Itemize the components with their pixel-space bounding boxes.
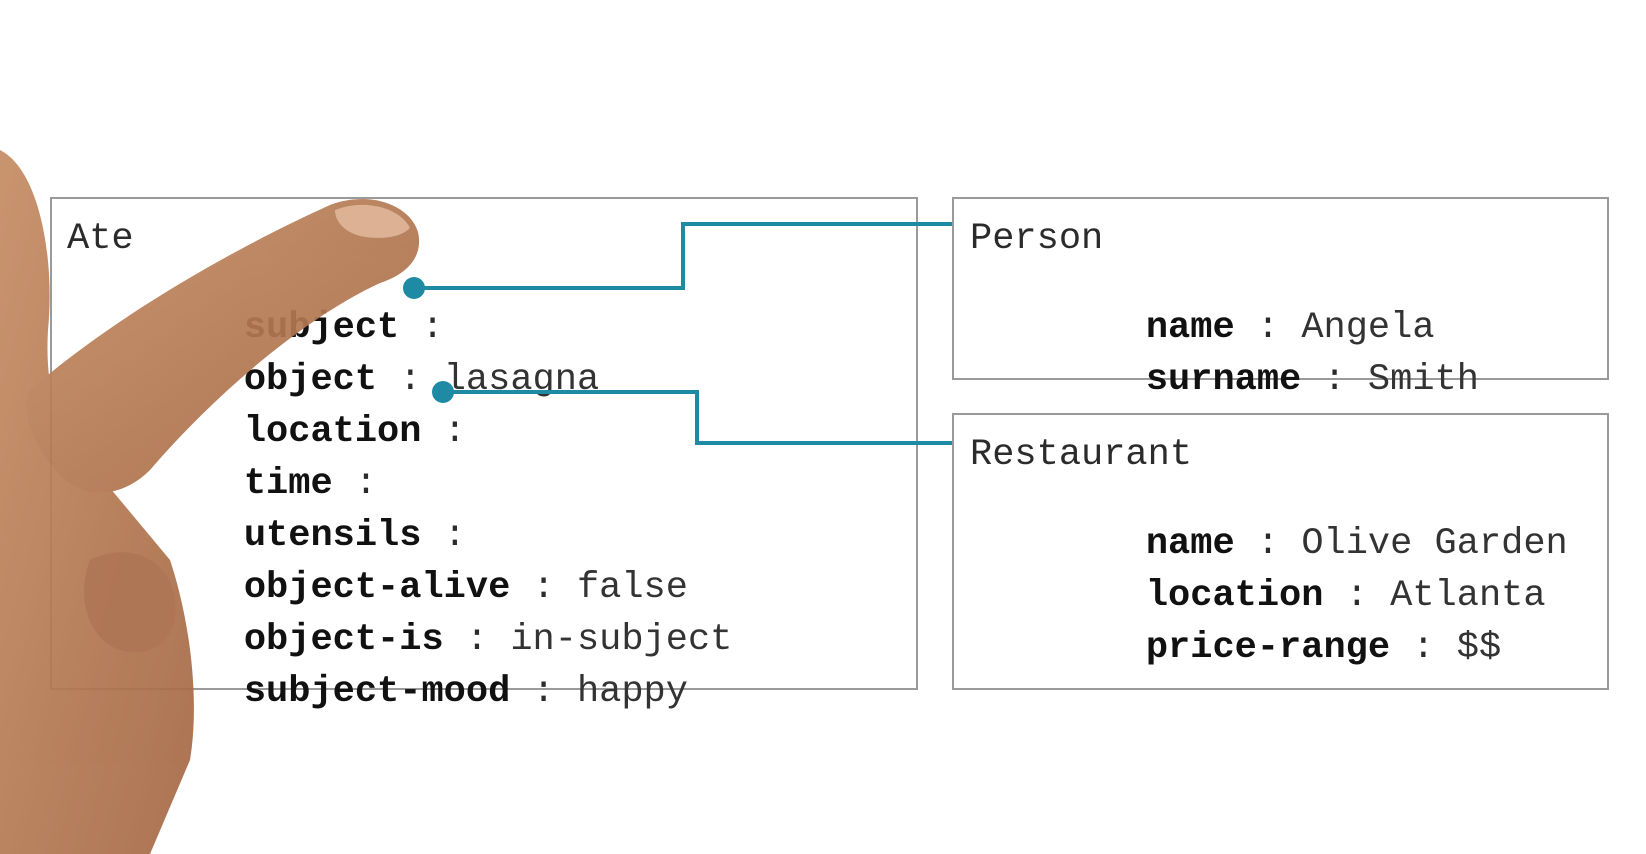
slot-value: Olive Garden xyxy=(1301,523,1568,565)
ate-slot-subject-mood: subject-mood : happy xyxy=(155,632,688,752)
restaurant-slot-price-range: price-range : $$ xyxy=(1057,588,1501,708)
slot-separator: : xyxy=(1412,627,1435,669)
slot-separator: : xyxy=(465,619,489,661)
location-to-restaurant-connector xyxy=(443,390,952,445)
slot-name: price-range xyxy=(1145,627,1391,669)
slot-separator: : xyxy=(532,567,555,609)
slot-name: object-is xyxy=(243,619,444,661)
ate-slot-utensils: utensils : xyxy=(155,476,488,596)
restaurant-slot-name: name : Olive Garden xyxy=(1057,484,1568,604)
slot-value: Angela xyxy=(1301,307,1435,349)
slot-value: false xyxy=(576,567,688,609)
slot-separator: : xyxy=(443,411,466,453)
slot-name: location xyxy=(1145,575,1324,617)
ate-slot-object-is: object-is : in-subject xyxy=(155,580,733,700)
slot-separator: : xyxy=(1345,575,1368,617)
slot-value: Atlanta xyxy=(1390,575,1546,617)
slot-name: utensils xyxy=(243,515,422,557)
person-slot-name: name : Angela xyxy=(1057,268,1435,388)
slot-value: $$ xyxy=(1456,627,1502,669)
person-frame xyxy=(952,197,1609,380)
slot-name: object-alive xyxy=(243,567,511,609)
location-link-dot xyxy=(432,381,454,403)
slot-separator: : xyxy=(421,307,444,349)
person-frame-title: Person xyxy=(970,218,1104,260)
slot-name: name xyxy=(1145,307,1235,349)
slot-name: subject-mood xyxy=(243,671,511,713)
restaurant-slot-location: location : Atlanta xyxy=(1057,536,1546,656)
slot-separator: : xyxy=(443,515,466,557)
slot-name: name xyxy=(1145,523,1235,565)
slot-value: happy xyxy=(576,671,688,713)
restaurant-frame-title: Restaurant xyxy=(970,434,1193,476)
slot-value: Smith xyxy=(1367,359,1479,401)
subject-to-person-connector xyxy=(414,222,952,290)
slot-separator: : xyxy=(1256,307,1280,349)
restaurant-frame xyxy=(952,413,1609,690)
slot-separator: : xyxy=(1323,359,1346,401)
slot-separator: : xyxy=(1256,523,1280,565)
person-slot-surname: surname : Smith xyxy=(1057,320,1479,440)
slot-separator: : xyxy=(532,671,555,713)
slot-value: in-subject xyxy=(510,619,733,661)
slot-name: surname xyxy=(1145,359,1302,401)
subject-link-dot xyxy=(403,277,425,299)
ate-slot-object-alive: object-alive : false xyxy=(155,528,688,648)
